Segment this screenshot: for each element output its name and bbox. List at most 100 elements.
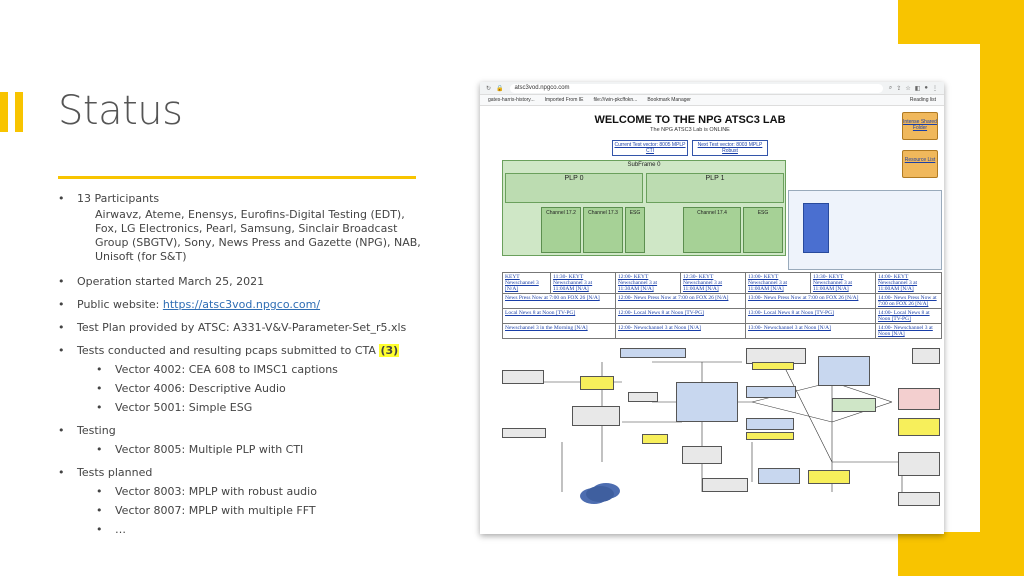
browser-toolbar: ↻ 🔒 atsc3vod.npgco.com ⌕ ⇪ ☆ ◧ ● ⋮ [480,82,944,95]
flow-node [746,432,794,440]
menu-icon[interactable]: ⋮ [932,85,938,92]
table-cell[interactable]: 13:00- News Press Now at 7:00 on FOX 26 … [744,293,876,309]
flow-node [808,470,850,484]
table-cell[interactable]: 12:30- KEYT Newschannel 3 at 11:00AM [N/… [679,272,746,294]
schedule-entry: 12:00- News Press Now at 7:00 on FOX 26 … [617,295,729,301]
schedule-entry: News Press Now at 7:00 on FOX 26 [N/A] [505,295,600,301]
reload-icon[interactable]: ↻ [486,85,492,92]
test-plan-text: Test Plan provided by ATSC: A331-V&V-Par… [77,321,407,334]
schedule-entry: KEYT Newschannel 3 [N/A] [505,274,539,292]
lab-subtitle: The NPG ATSC3 Lab is ONLINE [650,127,730,133]
lock-icon: 🔒 [496,85,504,92]
share-icon[interactable]: ⇪ [896,85,902,92]
bullet-participants: 13 Participants [58,192,458,206]
extension-icon[interactable]: ◧ [914,85,921,92]
table-cell[interactable]: KEYT Newschannel 3 [N/A] [501,272,552,294]
flow-node [620,348,686,358]
table-cell[interactable]: 14:00- Newschannel 3 at Noon [N/A] [874,323,943,339]
table-row: KEYT Newschannel 3 [N/A] 11:30- KEYT New… [501,272,943,294]
flow-node [628,392,658,402]
schedule-entry: 12:00- Newschannel 3 at Noon [N/A] [617,325,701,331]
bookmark-item[interactable]: gates-harris-history... [488,97,535,103]
table-cell[interactable]: 13:00- Local News 8 at Noon [TV-PG] [744,308,876,324]
bookmark-item[interactable]: Imported From IE [544,97,584,103]
table-cell[interactable]: 13:00- KEYT Newschannel 3 at 11:00AM [N/… [744,272,811,294]
flow-node [898,388,940,410]
accent-bar-left [0,92,8,132]
next-vector-link[interactable]: Next Test vector: 8003 MPLP Robust [692,140,768,156]
network-flow-diagram [502,342,942,512]
table-cell[interactable]: Newschannel 3 in the Morning [N/A] [502,323,616,339]
table-cell[interactable]: 13:00- Newschannel 3 at Noon [N/A] [744,323,876,339]
flow-node [832,398,876,412]
table-row: News Press Now at 7:00 on FOX 26 [N/A] 1… [502,293,943,309]
conducted-item: Vector 4006: Descriptive Audio [58,382,458,396]
signal-diagram [788,190,942,270]
tests-conducted-text: Tests conducted and resulting pcaps subm… [77,344,380,357]
lab-page: WELCOME TO THE NPG ATSC3 LAB The NPG ATS… [480,106,944,534]
schedule-entry: 13:30- KEYT Newschannel 3 at 11:00AM [N/… [812,274,853,292]
subframe-label: SubFrame 0 [627,162,661,168]
resource-list-link[interactable]: Resource List [902,150,938,178]
planned-item: Vector 8007: MPLP with multiple FFT [58,504,458,518]
table-cell[interactable]: News Press Now at 7:00 on FOX 26 [N/A] [502,293,616,309]
shared-folder-link[interactable]: Intense Shared Folder [902,112,938,140]
participants-line: Fox, LG Electronics, Pearl, Samsung, Sin… [95,222,398,235]
schedule-entry: 12:00- KEYT Newschannel 3 at 11:30AM [N/… [617,274,658,292]
conducted-item: Vector 5001: Simple ESG [58,401,458,415]
schedule-entry: 14:00- Local News 8 at Noon [TV-PG] [877,310,930,322]
flow-node [580,376,614,390]
bullet-tests-planned: Tests planned [58,466,458,480]
reading-list[interactable]: Reading list [909,97,936,103]
table-cell[interactable]: 12:00- Newschannel 3 at Noon [N/A] [614,323,746,339]
bullet-list: 13 Participants Airwavz, Ateme, Enensys,… [58,184,458,537]
browser-nav: ↻ 🔒 [486,85,504,92]
diagram-core-block [803,203,829,253]
plp-label: PLP 1 [705,175,725,182]
search-icon[interactable]: ⌕ [888,84,893,91]
address-bar[interactable]: atsc3vod.npgco.com [509,83,883,93]
schedule-entry: 13:00- Newschannel 3 at Noon [N/A] [747,325,831,331]
table-cell[interactable]: 12:00- Local News 8 at Noon [TV-PG] [614,308,746,324]
schedule-table: KEYT Newschannel 3 [N/A] 11:30- KEYT New… [501,272,943,339]
bullet-operation: Operation started March 25, 2021 [58,275,458,289]
slide-title: Status [58,88,183,134]
plp-label: PLP 0 [564,175,584,182]
schedule-entry: Newschannel 3 in the Morning [N/A] [505,325,588,331]
current-vector-link[interactable]: Current Test vector: 8005 MPLP CTI [612,140,688,156]
schedule-entry: Local News 8 at Noon [TV-PG] [505,310,576,316]
table-cell[interactable]: 12:00- KEYT Newschannel 3 at 11:30AM [N/… [614,272,681,294]
operation-text: Operation started March 25, 2021 [77,275,265,288]
table-cell[interactable]: 12:00- News Press Now at 7:00 on FOX 26 … [614,293,746,309]
url-text: atsc3vod.npgco.com [514,85,570,91]
flow-node [898,492,940,506]
bookmark-item[interactable]: Bookmark Manager [647,97,691,103]
table-cell[interactable]: 11:30- KEYT Newschannel 3 at 11:00AM [N/… [550,272,616,294]
participants-detail: Airwavz, Ateme, Enensys, Eurofins-Digita… [58,208,458,264]
table-cell[interactable]: 14:00- Local News 8 at Noon [TV-PG] [874,308,943,324]
cloud-icon [586,486,614,502]
accent-bar-right [15,92,23,132]
schedule-entry: 14:00- Newschannel 3 at Noon [N/A] [877,325,933,337]
flow-node [572,406,620,426]
flow-node [898,418,940,436]
profile-icon[interactable]: ● [924,84,928,91]
flow-node [758,468,800,484]
table-cell[interactable]: Local News 8 at Noon [TV-PG] [502,308,616,324]
lab-title: WELCOME TO THE NPG ATSC3 LAB [594,114,786,126]
bookmark-item[interactable]: file:///win-pkcffokn... [593,97,638,103]
website-prefix: Public website: [77,298,163,311]
table-cell[interactable]: 13:30- KEYT Newschannel 3 at 11:00AM [N/… [809,272,876,294]
flow-node [752,362,794,370]
participants-line: Airwavz, Ateme, Enensys, Eurofins-Digita… [95,208,405,221]
flow-node [818,356,870,386]
participants-line: Group (SBGTV), Sony, News Press and Gaze… [95,236,421,249]
table-cell[interactable]: 14:00- KEYT Newschannel 3 at 11:00AM [N/… [874,272,943,294]
schedule-entry: 12:30- KEYT Newschannel 3 at 11:00AM [N/… [682,274,723,292]
website-link[interactable]: https://atsc3vod.npgco.com/ [162,298,321,311]
testing-item: Vector 8005: Multiple PLP with CTI [58,443,458,457]
star-icon[interactable]: ☆ [905,85,911,92]
schedule-entry: 13:00- KEYT Newschannel 3 at 11:00AM [N/… [747,274,788,292]
table-cell[interactable]: 14:00- News Press Now at 7:00 on FOX 26 … [874,293,943,309]
conducted-item: Vector 4002: CEA 608 to IMSC1 captions [58,363,458,377]
